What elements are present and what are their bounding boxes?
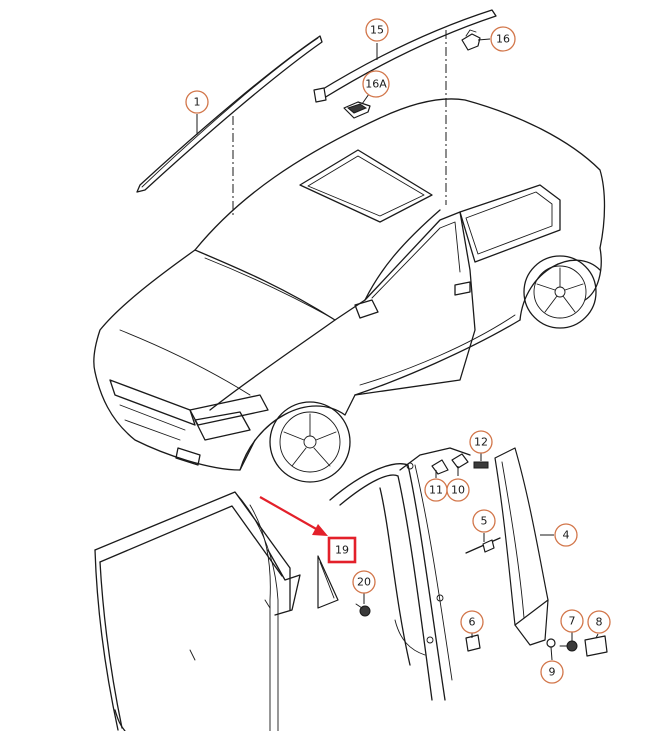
clip-part-16	[461, 29, 481, 51]
callout-label: 7	[569, 615, 576, 628]
callout-circle	[472, 509, 496, 533]
callout-labels: 1 15 16 16A 12 11 10 5 4 20 6 7 8 9	[185, 18, 611, 684]
callout-circle	[352, 570, 376, 594]
callout-circle	[446, 478, 470, 502]
callout-label: 12	[474, 436, 488, 449]
callout-20: 20	[352, 570, 376, 594]
roof-molding-part-15	[313, 9, 497, 103]
callout-label: 10	[451, 484, 465, 497]
callout-circle	[490, 26, 516, 52]
clip-part-10	[451, 453, 469, 469]
callout-circle	[540, 660, 564, 684]
callout-10: 10	[446, 478, 470, 502]
callout-circle	[554, 523, 578, 547]
callout-label: 9	[549, 666, 556, 679]
nut-part-9	[546, 638, 556, 648]
door-frame	[94, 491, 301, 731]
callout-circle	[362, 70, 390, 98]
clip-part-11	[431, 459, 449, 475]
callout-4: 4	[554, 523, 578, 547]
callout-label: 5	[481, 515, 488, 528]
callout-5: 5	[472, 509, 496, 533]
callout-6: 6	[460, 610, 484, 634]
callout-circle	[460, 610, 484, 634]
callout-1: 1	[185, 90, 209, 114]
callout-label: 8	[596, 616, 603, 629]
callout-9: 9	[540, 660, 564, 684]
cap-part-8	[584, 635, 608, 657]
callout-7: 7	[560, 609, 584, 633]
highlighted-callout-19: 19	[327, 536, 357, 564]
screw-part-12	[473, 461, 489, 469]
car-body	[93, 98, 606, 483]
roof-molding-part-1	[136, 35, 323, 193]
leader-lines	[196, 38, 599, 661]
callout-label: 16	[496, 33, 510, 46]
callout-16: 16	[490, 26, 516, 52]
callout-label: 1	[194, 96, 201, 109]
b-pillar-frame	[329, 447, 471, 701]
callout-circle	[185, 90, 209, 114]
highlight-arrow	[259, 496, 328, 536]
callout-label: 4	[563, 529, 570, 542]
clip-part-6	[465, 634, 481, 652]
callout-label: 6	[469, 616, 476, 629]
callout-8: 8	[587, 610, 611, 634]
triangle-trim-part-19	[317, 555, 339, 609]
callout-circle	[587, 610, 611, 634]
callout-circle	[469, 430, 493, 454]
screw-part-20	[355, 603, 371, 617]
callout-label: 11	[429, 484, 443, 497]
callout-circle	[560, 609, 584, 633]
callout-label: 20	[357, 576, 371, 589]
clip-part-16a	[343, 101, 371, 119]
callout-16a: 16A	[362, 70, 390, 98]
callout-circle	[365, 18, 389, 42]
pin-part-5	[465, 537, 501, 554]
highlighted-callout-label: 19	[335, 544, 349, 557]
screw-part-7	[559, 640, 578, 652]
callout-11: 11	[424, 478, 448, 502]
callout-15: 15	[365, 18, 389, 42]
callout-label: 15	[370, 24, 384, 37]
callout-12: 12	[469, 430, 493, 454]
callout-label: 16A	[365, 78, 387, 91]
pillar-trim-part-4	[494, 447, 549, 646]
